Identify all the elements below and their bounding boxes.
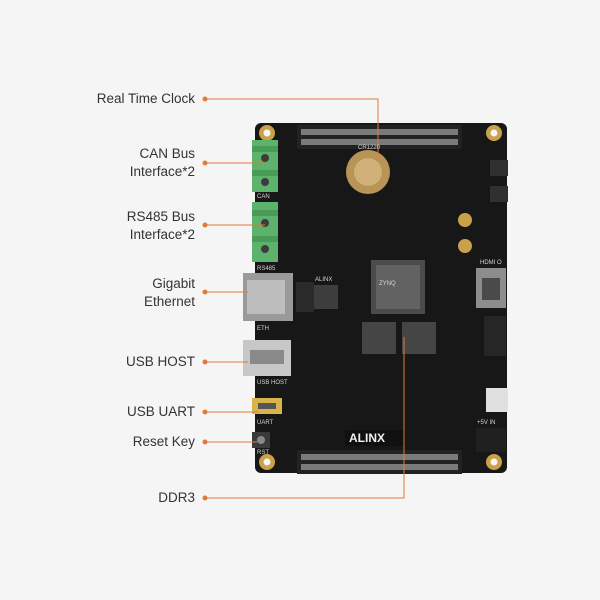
callout-usb-uart: USB UART [126,404,195,419]
callout-dots [202,96,208,501]
silk-text: CAN RS485 ETH USB HOST UART RST HDMI O +… [257,145,502,456]
right-connectors [476,160,508,452]
svg-text:CAN: CAN [257,194,270,200]
hdmi-port [476,268,506,308]
usb-uart-port [252,398,282,414]
callout-real-time-clock: Real Time Clock [96,91,195,106]
rs485-terminal-block [252,202,278,262]
brand-badge [345,430,405,446]
bottom-pin-header [297,450,462,474]
eth-phy-chip [314,285,338,309]
svg-text:RS485: RS485 [257,266,276,272]
callout-leaders [205,98,405,499]
svg-text:+5V IN: +5V IN [477,420,496,426]
callout-reset-key: Reset Key [132,434,195,449]
svg-text:ETH: ETH [257,326,269,332]
callout-ddr3: DDR3 [158,490,195,505]
svg-text:USB HOST: USB HOST [257,380,288,386]
callout-gigabit-ethernet: Gigabit Ethernet [143,276,195,309]
usb-host-port [243,340,291,376]
reset-key [252,432,270,448]
rtc-battery [346,150,390,194]
callout-rs485-bus: RS485 Bus Interface*2 [126,209,195,242]
svg-text:HDMI O: HDMI O [480,260,502,266]
svg-text:ZYNQ: ZYNQ [379,281,396,287]
soc-chip [371,260,425,314]
callout-can-bus: CAN Bus Interface*2 [129,146,195,179]
top-pin-header [297,125,462,149]
sma-connectors [458,213,472,253]
svg-text:RST: RST [257,450,269,456]
svg-text:UART: UART [257,420,274,426]
svg-text:CR1220: CR1220 [358,145,381,151]
svg-text:ALINX: ALINX [315,277,332,283]
ddr3-chips [362,322,436,354]
can-terminal-block [252,140,278,192]
callout-usb-host: USB HOST [125,354,195,369]
brand-logo: ALINX [349,431,385,445]
ethernet-jack [243,273,314,321]
